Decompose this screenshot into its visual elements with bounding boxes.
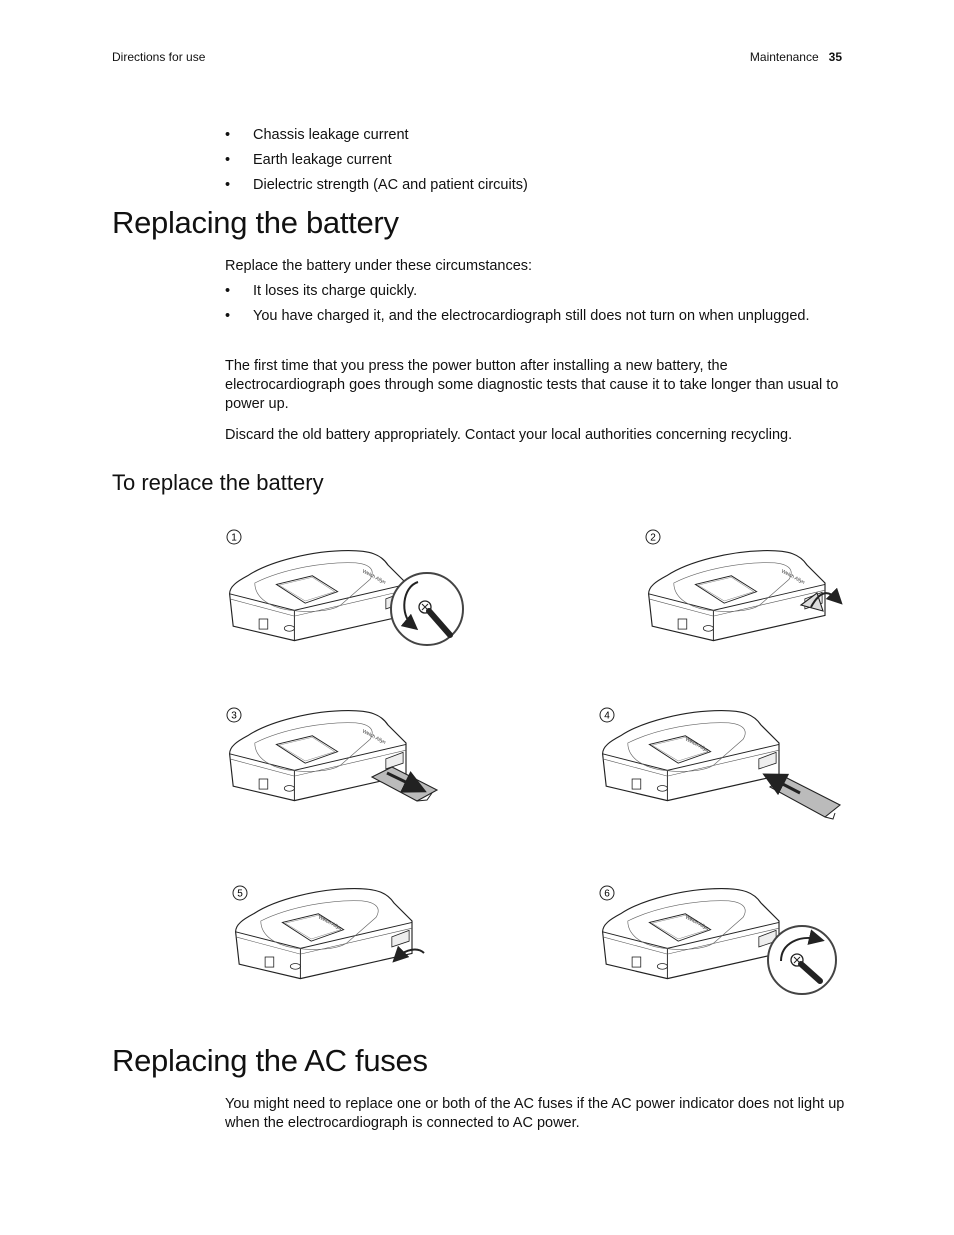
intro-bullet-list: Chassis leakage current Earth leakage cu… [225,126,845,201]
pull-out-arrow-icon [386,770,427,793]
step-1-figure: 1 Welch Allyn [226,529,464,646]
section-name: Maintenance [749,50,819,64]
running-header-left: Directions for use [112,50,206,64]
step-5-figure: 5 Welch Allyn [232,885,425,980]
battery-bullet-list: It loses its charge quickly. You have ch… [225,282,845,332]
subsection-title-replace-battery: To replace the battery [112,470,324,495]
list-item: You have charged it, and the electrocard… [225,307,845,326]
step-number: 2 [650,533,656,544]
step-6-figure: 6 Welch Allyn [599,885,837,995]
section-title-battery: Replacing the battery [112,205,399,240]
battery-para-1: The first time that you press the power … [225,358,839,412]
step-number: 4 [604,711,610,722]
running-header-right: Maintenance 35 [750,50,842,64]
page-number: 35 [828,50,842,64]
open-door-arrow-icon [810,587,843,608]
step-4-figure: 4 Welch Allyn [599,707,842,820]
battery-para-2: Discard the old battery appropriately. C… [225,427,793,443]
step-number: 6 [604,889,610,900]
list-item: It loses its charge quickly. [225,282,845,301]
fuses-para: You might need to replace one or both of… [225,1096,845,1131]
insert-arrow-icon [762,773,801,796]
step-2-figure: 2 Welch Allyn [645,529,843,642]
close-door-arrow-icon [392,945,425,963]
battery-lead: Replace the battery under these circumst… [225,258,533,274]
step-number: 5 [237,889,243,900]
list-item: Earth leakage current [225,151,845,170]
step-3-figure: 3 Welch Allyn [226,707,439,802]
list-item: Chassis leakage current [225,126,845,145]
step-number: 1 [231,533,237,544]
step-number: 3 [231,711,237,722]
list-item: Dielectric strength (AC and patient circ… [225,176,845,195]
rotate-ccw-arrow-icon [400,581,419,631]
section-title-fuses: Replacing the AC fuses [112,1043,428,1078]
rotate-cw-arrow-icon [780,929,825,962]
